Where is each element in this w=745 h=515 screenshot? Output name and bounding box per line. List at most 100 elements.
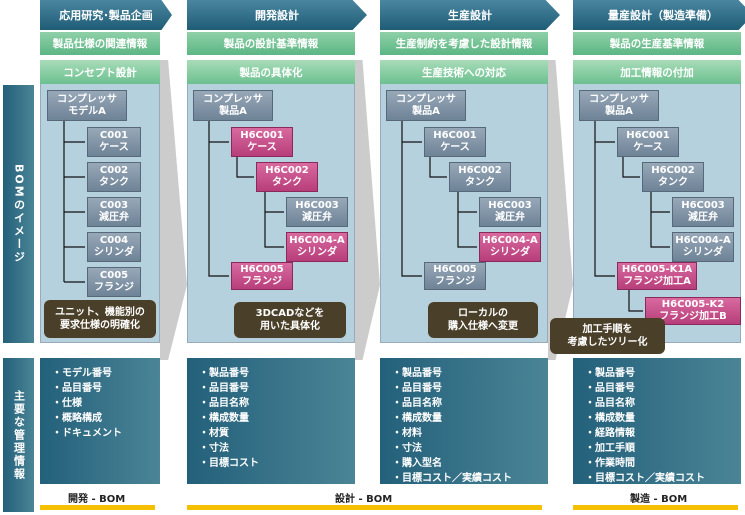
section-header: 加工情報の付加	[573, 60, 741, 84]
management-item: ・概略構成	[52, 413, 102, 424]
node-code: C005	[99, 270, 129, 281]
section-header: 製品の具体化	[187, 60, 355, 84]
management-panel: ・製品番号・品目番号・品目名称・構成数量・材質・寸法・目標コスト	[187, 358, 355, 484]
bom-node[interactable]: コンプレッサモデルA	[47, 90, 127, 121]
callout: ローカルの購入仕様へ変更	[428, 302, 538, 338]
bom-node[interactable]: コンプレッサ製品A	[579, 90, 659, 121]
node-code: C004	[99, 235, 129, 246]
management-item: ・購入型名	[392, 458, 442, 469]
phase-header: 量産設計（製造準備）	[573, 0, 745, 30]
node-name: シリンダ	[683, 247, 723, 258]
callout: ユニット、機能別の要求仕様の明確化	[44, 300, 156, 338]
management-item: ・目標コスト／実績コスト	[585, 473, 705, 484]
management-item: ・寸法	[199, 443, 229, 454]
node-name: シリンダ	[490, 247, 530, 258]
node-code: C003	[99, 200, 129, 211]
node-name: ケース	[99, 142, 129, 153]
management-item: ・モデル番号	[52, 368, 112, 379]
node-code: C002	[99, 165, 129, 176]
node-name: 減圧弁	[302, 212, 332, 223]
callout: 3DCADなどを用いた具体化	[234, 302, 346, 338]
callout-line: 3DCADなどを	[255, 308, 325, 319]
node-code: H6C004-A	[482, 235, 538, 246]
node-code: コンプレッサ	[57, 93, 117, 105]
node-name: タンク	[272, 177, 302, 188]
node-code: H6C002	[458, 165, 502, 176]
callout-line: 用いた具体化	[260, 321, 320, 332]
bom-label-mfg: 製造 - BOM	[630, 494, 688, 505]
node-name: ケース	[247, 142, 277, 153]
callout-line: 加工手順を	[582, 324, 633, 335]
phase-info: 製品の生産基準情報	[573, 32, 741, 55]
node-code: コンプレッサ	[203, 93, 263, 105]
phase-info: 製品仕様の関連情報	[40, 32, 160, 55]
callout: 加工手順を考慮したツリー化	[550, 318, 665, 354]
node-name: タンク	[465, 177, 495, 188]
management-item: ・品目名称	[585, 398, 635, 409]
bom-node[interactable]: コンプレッサ製品A	[386, 90, 466, 121]
section-header: コンセプト設計	[40, 60, 160, 84]
node-code: H6C003	[488, 200, 532, 211]
management-item: ・品目番号	[392, 383, 442, 394]
management-item: ・寸法	[392, 443, 422, 454]
management-item: ・製品番号	[585, 368, 635, 379]
node-code: コンプレッサ	[396, 93, 456, 105]
phase-info: 生産制約を考慮した設計情報	[380, 32, 548, 55]
management-item: ・品目番号	[199, 383, 249, 394]
node-code: H6C004-A	[675, 235, 731, 246]
node-code: H6C003	[295, 200, 339, 211]
management-item: ・ドキュメント	[52, 428, 122, 439]
node-name: フランジ	[242, 276, 282, 287]
node-name: フランジ加工A	[623, 276, 691, 287]
node-name: 減圧弁	[688, 212, 718, 223]
node-code: H6C005	[240, 264, 284, 275]
node-name: 製品A	[605, 105, 633, 117]
section-header: 生産技術への対応	[380, 60, 548, 84]
node-name: タンク	[658, 177, 688, 188]
callout-line: 考慮したツリー化	[567, 337, 648, 348]
management-item: ・経路情報	[585, 428, 635, 439]
node-code: H6C001	[240, 130, 284, 141]
node-name: シリンダ	[297, 247, 337, 258]
management-item: ・目標コスト／実績コスト	[392, 473, 512, 484]
management-item: ・仕様	[52, 398, 82, 409]
node-name: 減圧弁	[495, 212, 525, 223]
callout-line: 要求仕様の明確化	[60, 320, 140, 331]
management-panel: ・製品番号・品目番号・品目名称・構成数量・経路情報・加工手順・作業時間・目標コス…	[573, 358, 741, 484]
node-code: H6C004-A	[289, 235, 345, 246]
bom-node[interactable]: コンプレッサ製品A	[193, 90, 273, 121]
phase-header: 生産設計	[380, 0, 560, 30]
management-item: ・目標コスト	[199, 458, 259, 469]
node-name: ケース	[440, 142, 470, 153]
node-name: 製品A	[219, 105, 247, 117]
node-code: H6C001	[626, 130, 670, 141]
node-name: 製品A	[412, 105, 440, 117]
node-name: 減圧弁	[99, 212, 129, 223]
management-item: ・製品番号	[199, 368, 249, 379]
management-item: ・構成数量	[585, 413, 635, 424]
